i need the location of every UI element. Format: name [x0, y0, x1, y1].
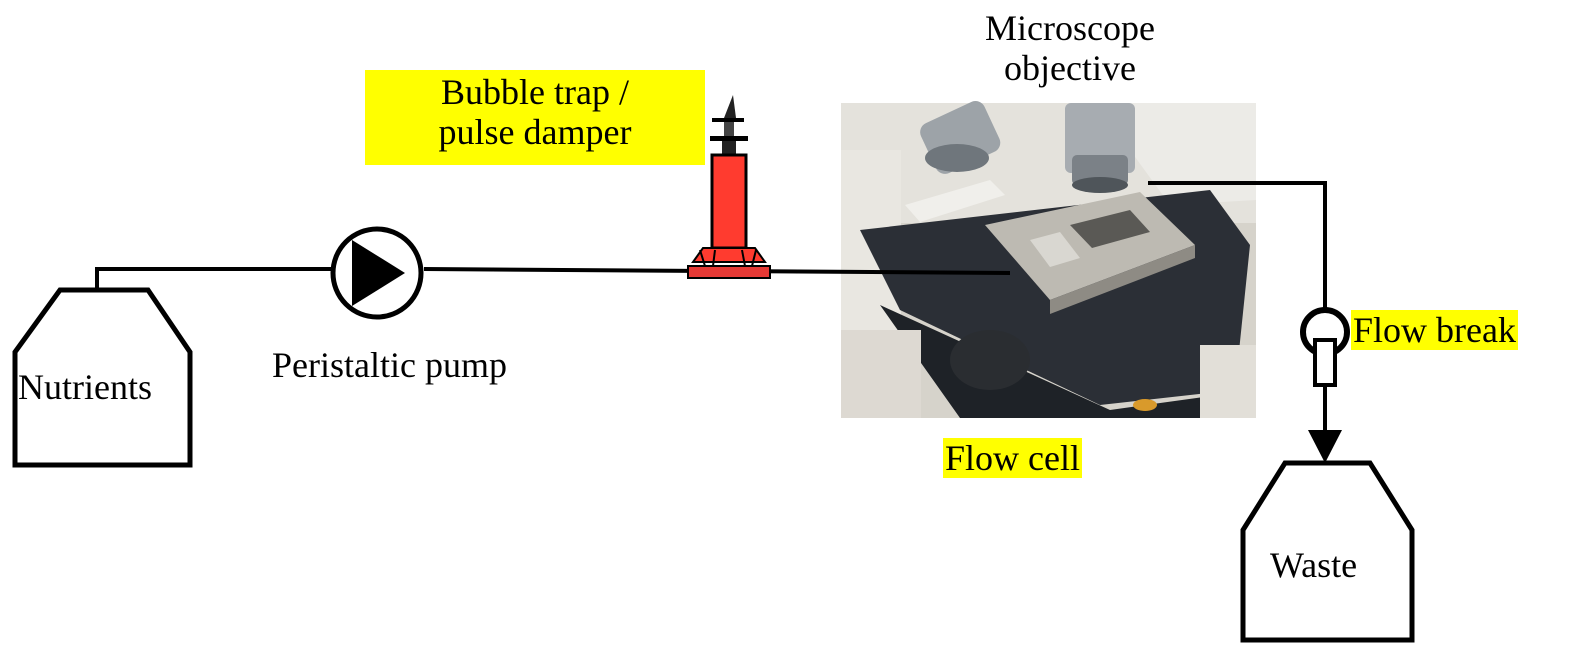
bubble-trap-label: Bubble trap / pulse damper [365, 70, 705, 165]
nutrients-label: Nutrients [18, 367, 152, 407]
microscope-objective-label-line1: Microscope [985, 8, 1155, 48]
peristaltic-pump-label: Peristaltic pump [272, 345, 507, 385]
flow-cell-device [985, 192, 1195, 314]
microscope-objective-label: Microscope objective [940, 8, 1200, 89]
flow-break-label: Flow break [1351, 310, 1518, 351]
arrow-down-icon [1308, 430, 1342, 463]
flow-cell-label: Flow cell [943, 438, 1082, 479]
waste-label: Waste [1270, 545, 1358, 585]
bubble-trap-label-line2: pulse damper [438, 112, 632, 153]
objective-lens-left [920, 101, 1001, 174]
objective-lens-right [1065, 103, 1135, 193]
flow-break-icon [1300, 307, 1350, 387]
tube-nutrients-to-pump [95, 267, 332, 290]
bubble-trap-label-line1: Bubble trap / [441, 72, 629, 112]
microscope-photo [841, 101, 1256, 418]
pump-triangle-icon [330, 226, 424, 320]
waste-bottle [1240, 460, 1415, 643]
tube-flowcell-to-flowbreak [1148, 181, 1327, 316]
nutrients-bottle [12, 287, 193, 468]
microscope-objective-label-line2: objective [1004, 48, 1136, 89]
bubble-trap-icon [687, 95, 771, 279]
